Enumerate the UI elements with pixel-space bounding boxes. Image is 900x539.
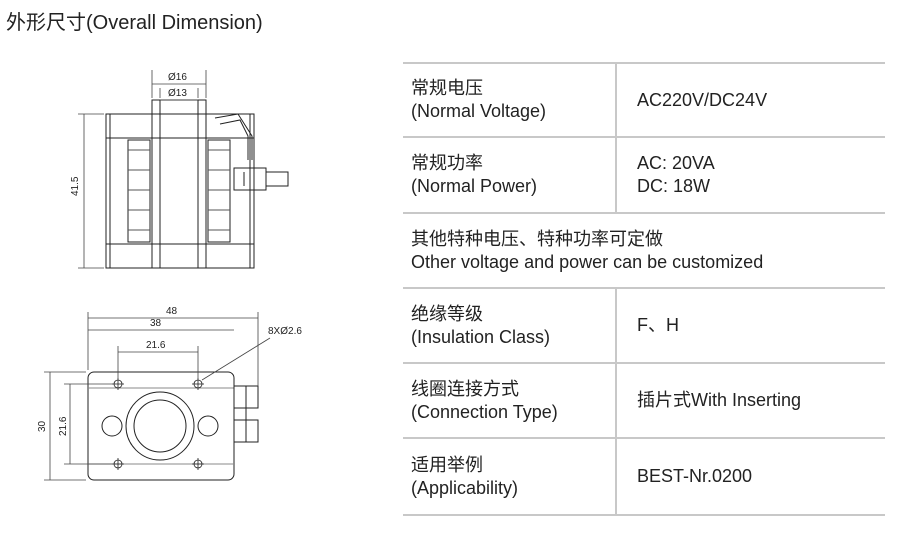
spec-value: AC: 20VA DC: 18W	[615, 137, 885, 214]
label-cn: 适用举例	[411, 454, 483, 475]
spec-row-insulation: 绝缘等级 (Insulation Class) F、H	[403, 288, 885, 364]
spec-row-voltage: 常规电压 (Normal Voltage) AC220V/DC24V	[403, 62, 885, 138]
spec-label: 适用举例 (Applicability)	[403, 438, 616, 516]
dim-width-38: 38	[150, 318, 162, 329]
spec-row-applicability: 适用举例 (Applicability) BEST-Nr.0200	[403, 438, 885, 516]
value-line: AC220V/DC24V	[637, 89, 768, 110]
spec-value: F、H	[615, 288, 885, 364]
value-line: BEST-Nr.0200	[637, 466, 753, 486]
spec-label: 常规电压 (Normal Voltage)	[403, 62, 616, 138]
dim-width-48: 48	[166, 306, 178, 317]
spec-row-power: 常规功率 (Normal Power) AC: 20VA DC: 18W	[403, 137, 885, 214]
dim-height-30: 30	[37, 420, 48, 432]
value-line: F、H	[637, 315, 679, 335]
dim-width-21-6: 21.6	[146, 340, 166, 351]
note-en: Other voltage and power can be customize…	[411, 251, 764, 272]
page-title: 外形尺寸(Overall Dimension)	[6, 12, 263, 34]
spec-label: 线圈连接方式 (Connection Type)	[403, 363, 616, 439]
label-cn: 线圈连接方式	[411, 378, 519, 399]
spec-row-custom-note: 其他特种电压、特种功率可定做 Other voltage and power c…	[403, 213, 885, 289]
spec-label: 绝缘等级 (Insulation Class)	[403, 288, 616, 364]
value-line: AC: 20VA	[637, 153, 715, 173]
dim-holes: 8XØ2.6	[268, 326, 302, 337]
label-cn: 常规功率	[411, 153, 483, 173]
label-en: (Applicability)	[411, 477, 519, 498]
dim-d16: Ø16	[168, 72, 187, 83]
label-en: (Normal Voltage)	[411, 101, 547, 121]
spec-label: 常规功率 (Normal Power)	[403, 137, 616, 214]
label-en: (Normal Power)	[411, 176, 538, 196]
label-en: (Connection Type)	[411, 401, 558, 422]
dim-height: 41.5	[70, 176, 81, 196]
value-line: DC: 18W	[637, 176, 711, 196]
spec-row-connection: 线圈连接方式 (Connection Type) 插片式With Inserti…	[403, 363, 885, 439]
note-cn: 其他特种电压、特种功率可定做	[411, 228, 663, 249]
spec-value: BEST-Nr.0200	[615, 438, 885, 516]
dim-height-21-6: 21.6	[58, 416, 69, 436]
value-line: 插片式With Inserting	[637, 390, 802, 410]
custom-note: 其他特种电压、特种功率可定做 Other voltage and power c…	[403, 213, 885, 289]
dimension-drawing: Ø16 Ø13 41.5 48 38 21.6 8XØ2.6 30 21.6	[37, 70, 302, 481]
spec-value: 插片式With Inserting	[615, 363, 885, 439]
dim-d13: Ø13	[168, 88, 187, 99]
label-cn: 绝缘等级	[411, 303, 483, 324]
label-en: (Insulation Class)	[411, 326, 551, 347]
label-cn: 常规电压	[411, 78, 483, 98]
spec-value: AC220V/DC24V	[615, 62, 885, 138]
spec-table: 常规电压 (Normal Voltage) AC220V/DC24V 常规功率 …	[403, 62, 885, 516]
